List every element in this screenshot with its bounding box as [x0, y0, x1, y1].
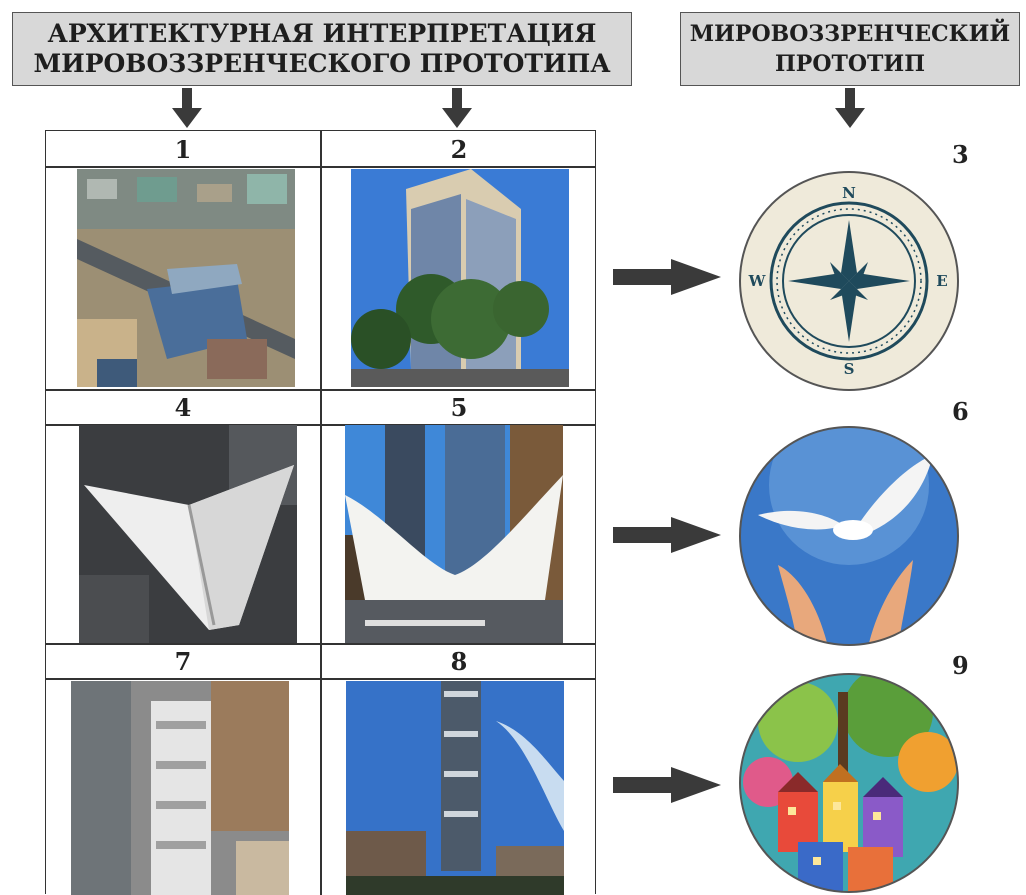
header-left-box: АРХИТЕКТУРНАЯ ИНТЕРПРЕТАЦИЯ МИРОВОЗЗРЕНЧ…	[12, 12, 632, 86]
header-right-line2: ПРОТОТИП	[775, 51, 925, 77]
grid-number-4: 4	[174, 393, 192, 422]
prototype-number-3: 3	[952, 140, 969, 169]
down-arrow-icon	[442, 88, 472, 128]
grid-divider	[320, 131, 322, 895]
compass-label-e: E	[936, 272, 947, 290]
grid-divider	[46, 643, 595, 645]
photo-oculus-street	[345, 425, 563, 643]
grid-divider	[46, 424, 595, 426]
right-arrow-icon	[613, 259, 721, 295]
grid-divider	[46, 389, 595, 391]
compass-label-w: W	[748, 272, 767, 290]
colorful-houses-image	[739, 673, 959, 893]
header-right-line1: МИРОВОЗЗРЕНЧЕСКИЙ	[689, 21, 1011, 47]
photo-stacked-tower-street	[346, 681, 564, 895]
compass-label-n: N	[842, 184, 856, 202]
right-arrow-icon	[613, 517, 721, 553]
down-arrow-icon	[835, 88, 865, 128]
image-grid: 1 2 4 5 7 8	[45, 130, 596, 895]
header-right-box: МИРОВОЗЗРЕНЧЕСКИЙ ПРОТОТИП	[680, 12, 1020, 86]
photo-stacked-tower-aerial	[71, 681, 289, 895]
grid-number-7: 7	[174, 647, 192, 676]
grid-number-1: 1	[174, 135, 192, 164]
prototype-number-9: 9	[952, 651, 969, 680]
compass-label-s: S	[844, 360, 855, 378]
compass-icon: N S E W	[739, 171, 959, 391]
prototype-number-6: 6	[952, 397, 969, 426]
photo-aerial-city-building	[77, 169, 295, 387]
grid-number-8: 8	[450, 647, 468, 676]
down-arrow-icon	[172, 88, 202, 128]
dove-hands-image	[739, 426, 959, 646]
grid-divider	[46, 678, 595, 680]
grid-number-2: 2	[450, 135, 468, 164]
header-left-line1: АРХИТЕКТУРНАЯ ИНТЕРПРЕТАЦИЯ	[47, 19, 597, 48]
grid-divider	[46, 166, 595, 168]
grid-number-5: 5	[450, 393, 468, 422]
photo-oculus-aerial	[79, 425, 297, 643]
photo-tower-trees	[351, 169, 569, 387]
header-left-line2: МИРОВОЗЗРЕНЧЕСКОГО ПРОТОТИПА	[33, 49, 611, 78]
right-arrow-icon	[613, 767, 721, 803]
